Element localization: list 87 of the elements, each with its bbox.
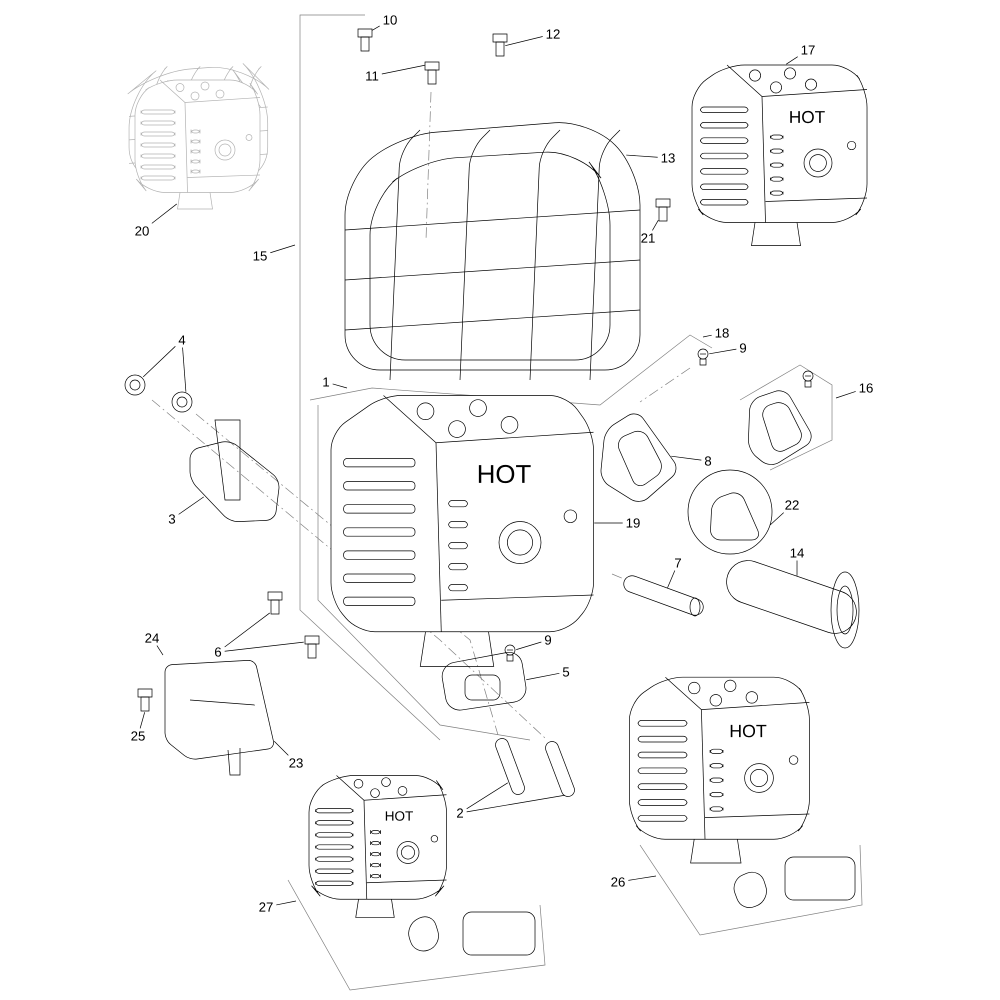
callout-number: 26 xyxy=(611,877,625,887)
leader-line xyxy=(594,522,624,524)
bolt-drawing xyxy=(358,28,372,52)
pin-drawing xyxy=(545,741,575,797)
leader-line xyxy=(178,496,204,515)
bolt-drawing xyxy=(304,636,320,658)
bolt-drawing xyxy=(424,62,440,84)
callout-number: 24 xyxy=(145,633,159,643)
leader-line xyxy=(786,56,798,65)
callout-number: 16 xyxy=(860,383,873,393)
callout-number: 10 xyxy=(384,15,397,25)
callout-number: 25 xyxy=(131,731,145,741)
callout-number: 23 xyxy=(289,758,303,768)
leader-line xyxy=(626,154,658,158)
callout-number: 1 xyxy=(323,377,330,387)
leader-line xyxy=(224,642,304,652)
callout-number: 2 xyxy=(457,808,463,818)
callout-number: 12 xyxy=(546,29,560,39)
leader-line xyxy=(276,900,296,906)
guard-plate-drawing xyxy=(164,660,274,776)
leader-line xyxy=(270,244,296,254)
callout-number: 19 xyxy=(626,518,640,528)
bolt-drawing xyxy=(492,34,508,56)
leader-line xyxy=(466,782,508,810)
bolt-drawing xyxy=(268,592,282,614)
leader-line xyxy=(708,348,737,354)
spark-arrester-drawing xyxy=(726,560,860,648)
callout-number: 14 xyxy=(790,548,804,558)
leader-line xyxy=(466,794,566,812)
deflector-drawing xyxy=(600,414,676,502)
leader-line xyxy=(182,347,186,392)
callout-number: 3 xyxy=(168,514,176,524)
leader-line xyxy=(372,26,380,31)
callout-number: 6 xyxy=(215,647,222,657)
callout-number: 15 xyxy=(254,251,267,261)
callout-number: 5 xyxy=(562,667,570,677)
screw-drawing xyxy=(698,348,708,366)
warning-text: HOT xyxy=(478,464,531,484)
callout-number: 17 xyxy=(802,45,815,55)
leader-line xyxy=(667,570,676,588)
warning-text: HOT xyxy=(386,811,413,821)
bolt-drawing xyxy=(138,688,152,712)
leader-line xyxy=(770,512,784,526)
callout-number: 13 xyxy=(662,153,675,163)
callout-number: 11 xyxy=(366,71,378,81)
leader-line xyxy=(156,645,164,656)
pin-drawing xyxy=(495,738,525,795)
callout-number: 21 xyxy=(641,233,655,243)
callout-number: 8 xyxy=(704,456,712,466)
heat-shield-drawing xyxy=(330,395,594,667)
callout-number: 4 xyxy=(178,335,186,345)
callout-number: 9 xyxy=(740,343,746,353)
callout-number: 18 xyxy=(716,328,729,338)
flange-drawing xyxy=(688,470,772,554)
callout-number: 7 xyxy=(675,558,682,568)
heat-shield-drawing xyxy=(692,64,868,246)
leader-line xyxy=(142,346,176,378)
leader-line xyxy=(526,672,560,680)
nut-drawing xyxy=(172,392,192,412)
leader-line xyxy=(151,204,178,224)
leader-line xyxy=(796,560,798,576)
leader-line xyxy=(274,740,289,756)
leader-line xyxy=(670,456,702,460)
muffler-assembly-drawing xyxy=(127,63,270,210)
leader-line xyxy=(224,612,270,648)
wire-cage-drawing xyxy=(344,122,640,380)
leader-line xyxy=(381,64,426,74)
leader-line xyxy=(702,334,712,338)
gasket-drawing xyxy=(442,652,526,710)
leader-line xyxy=(504,36,544,46)
bolt-drawing xyxy=(656,198,670,222)
leader-line xyxy=(836,391,856,398)
leader-line xyxy=(140,712,146,729)
nut-drawing xyxy=(124,374,146,396)
leader-line xyxy=(628,876,656,881)
leader-line xyxy=(652,220,659,231)
leader-line xyxy=(516,642,542,650)
callout-number: 22 xyxy=(785,500,799,510)
tailpipe-drawing xyxy=(623,575,704,616)
leader-line xyxy=(332,384,348,388)
warning-text: HOT xyxy=(790,110,825,124)
callout-number: 27 xyxy=(259,902,273,912)
callout-number: 20 xyxy=(135,226,149,236)
bracket-drawing xyxy=(190,420,280,522)
callout-number: 9 xyxy=(544,635,552,645)
screw-drawing xyxy=(504,644,516,662)
warning-text: HOT xyxy=(730,724,766,738)
